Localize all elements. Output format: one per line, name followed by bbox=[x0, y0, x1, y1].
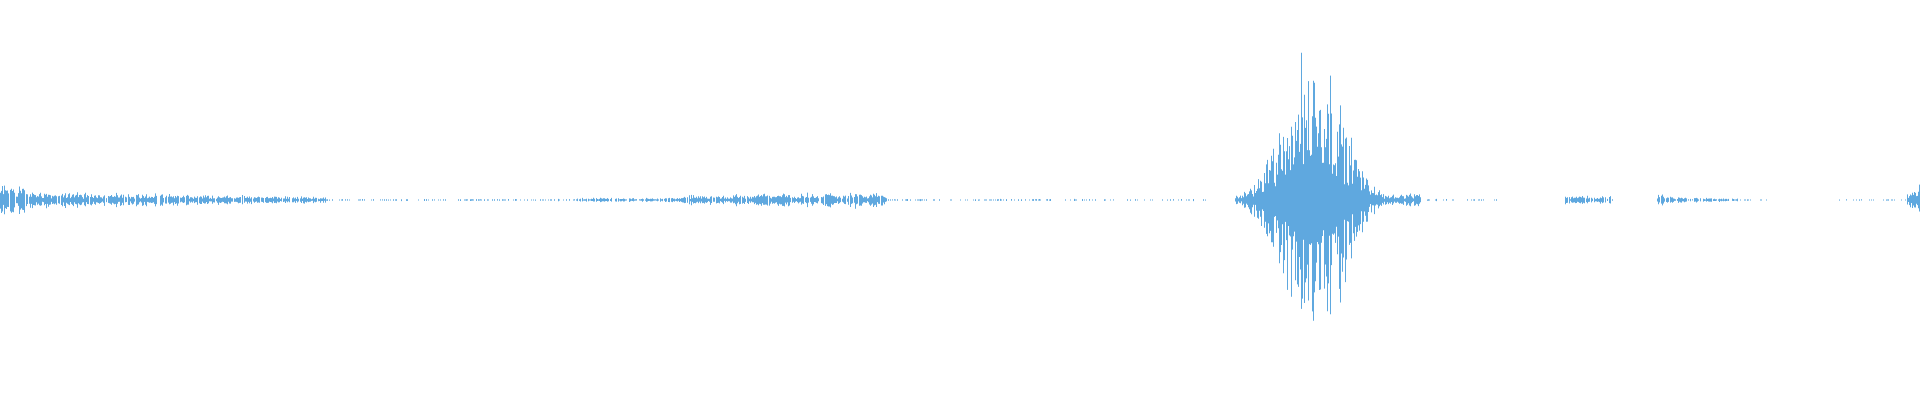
waveform-amplitude-path bbox=[0, 52, 1920, 321]
